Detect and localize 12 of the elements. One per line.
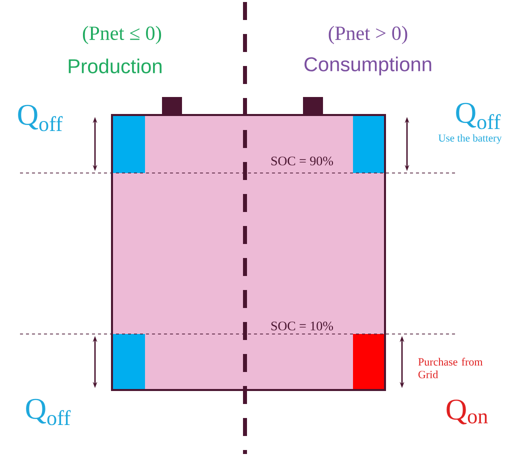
condition-label: (Pnet > 0): [328, 26, 408, 44]
soc-label: SOC = 90%: [270, 156, 334, 166]
quantity-label: Q$_{on}$: [446, 400, 488, 424]
mode-label: Production: [68, 58, 162, 74]
condition-label: (Pnet ≤ 0): [82, 26, 162, 44]
mode-label: Consumptionn: [304, 56, 432, 76]
note-label: Purchase from Grid: [418, 358, 483, 378]
quantity-label: Q$_{off}$: [456, 102, 501, 130]
soc-label: SOC = 10%: [270, 320, 334, 332]
note-label: Use the battery: [438, 134, 502, 144]
quantity-label: Q$_{off}$: [18, 104, 63, 132]
quantity-label: Q$_{off}$: [26, 398, 71, 426]
